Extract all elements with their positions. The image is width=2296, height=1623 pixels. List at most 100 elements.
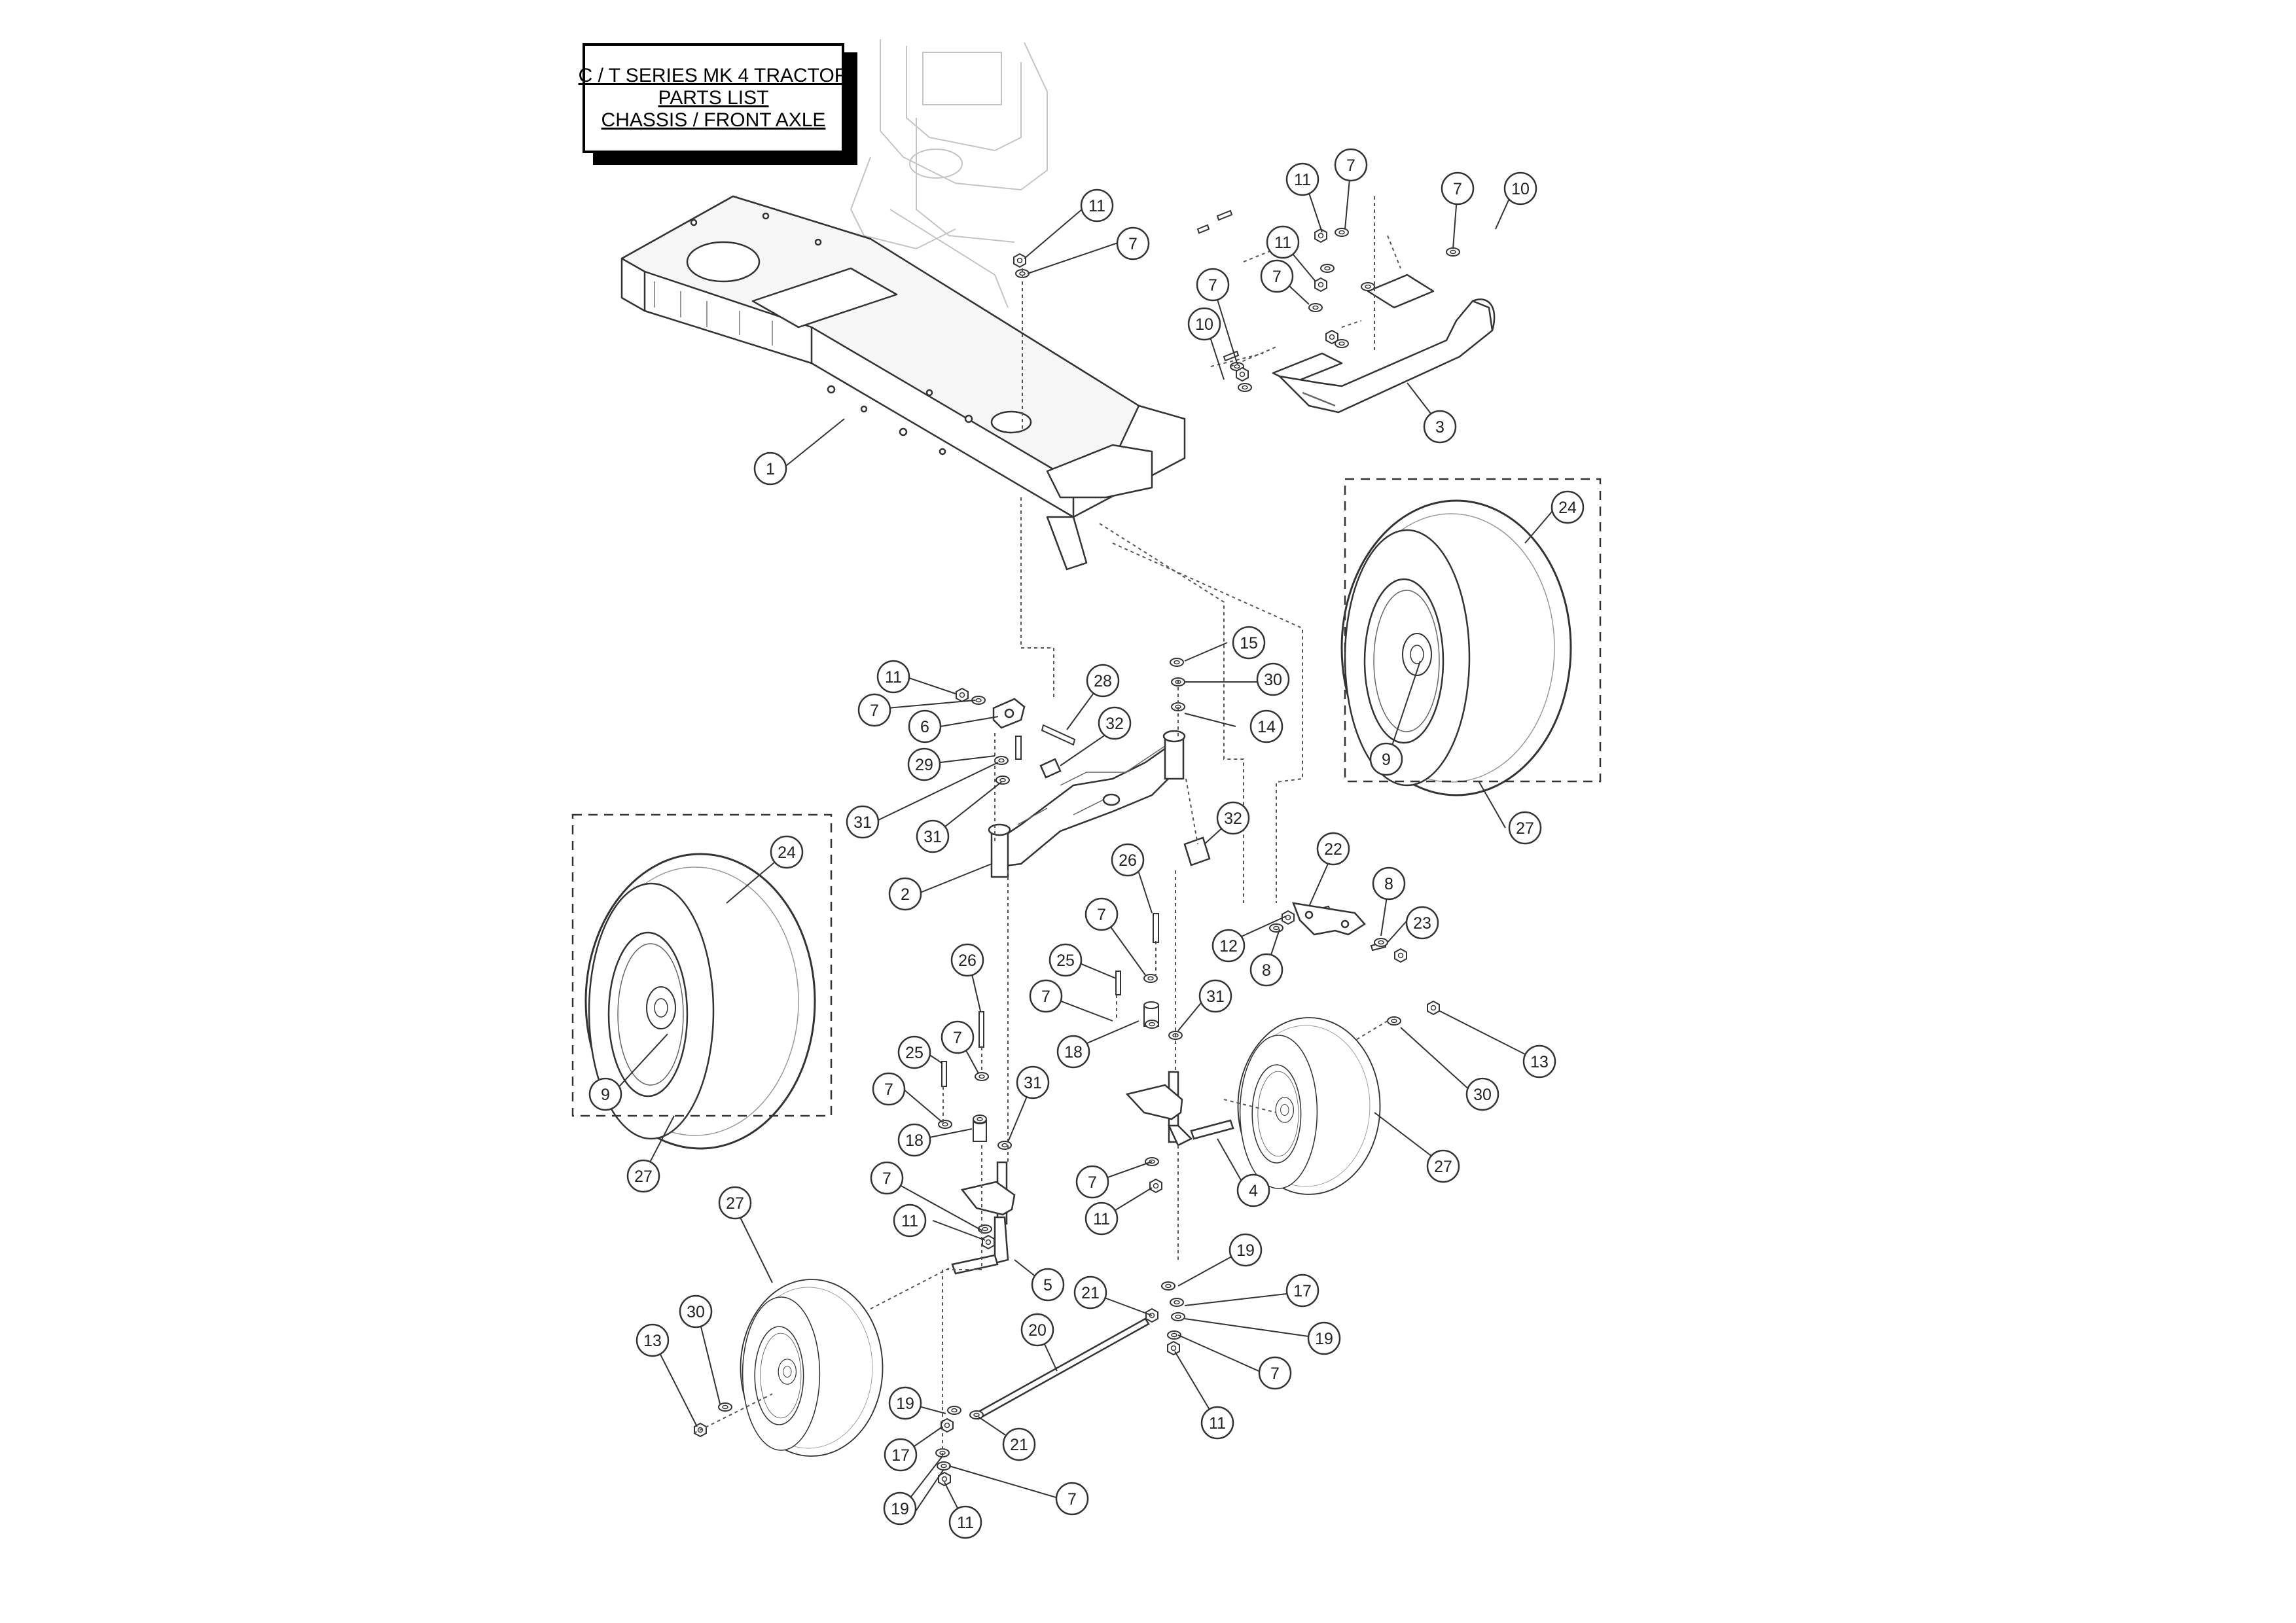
- callout-14: 14: [1249, 709, 1283, 743]
- callout-number: 7: [1041, 988, 1050, 1006]
- callout-23: 23: [1405, 906, 1439, 940]
- pins-and-bolts: [941, 209, 1387, 1087]
- callout-circle: [1111, 843, 1145, 877]
- callout-number: 32: [1105, 715, 1124, 733]
- callout-7: 7: [872, 1072, 906, 1106]
- callout-21: 21: [1073, 1275, 1107, 1310]
- callout-circle: [907, 747, 941, 781]
- callout-circle: [1098, 706, 1132, 740]
- callout-circle: [1266, 225, 1300, 259]
- callout-circle: [636, 1323, 670, 1357]
- spindle-right: [1125, 1071, 1234, 1147]
- callout-circle: [1423, 410, 1457, 444]
- callout-number: 7: [1128, 235, 1138, 253]
- callout-19: 19: [1307, 1321, 1341, 1355]
- callout-15: 15: [1232, 626, 1266, 660]
- callout-number: 24: [1558, 499, 1577, 517]
- callout-number: 12: [1219, 937, 1238, 955]
- title-block: C / T SERIES MK 4 TRACTOR PARTS LIST CHA…: [579, 43, 848, 153]
- callout-circle: [1080, 188, 1114, 223]
- callout-circle: [897, 1123, 931, 1157]
- callout-10: 10: [1503, 171, 1537, 205]
- callout-7: 7: [1029, 979, 1063, 1013]
- callout-circle: [1508, 811, 1542, 845]
- callout-circle: [770, 835, 804, 869]
- callout-7: 7: [1075, 1165, 1109, 1199]
- callout-number: 27: [726, 1194, 744, 1213]
- callout-number: 19: [1236, 1241, 1255, 1260]
- callout-11: 11: [876, 660, 910, 694]
- callout-circle: [1249, 953, 1283, 987]
- callout-circle: [1232, 626, 1266, 660]
- callout-number: 30: [1473, 1086, 1492, 1104]
- callout-number: 7: [884, 1080, 893, 1099]
- callout-circle: [1522, 1044, 1556, 1079]
- callout-circle: [916, 819, 950, 853]
- front-bumper: [1272, 274, 1496, 414]
- callout-7: 7: [1116, 226, 1150, 260]
- callout-30: 30: [1465, 1077, 1499, 1111]
- callout-number: 7: [1346, 156, 1355, 175]
- callout-10: 10: [1187, 307, 1221, 341]
- steering-plate: [1292, 902, 1366, 936]
- callout-27: 27: [718, 1186, 752, 1220]
- callout-circle: [897, 1035, 931, 1069]
- callout-circle: [846, 805, 880, 839]
- callout-7: 7: [941, 1020, 975, 1054]
- callout-circle: [1334, 148, 1368, 182]
- callout-number: 7: [1067, 1490, 1077, 1508]
- callout-number: 32: [1224, 810, 1242, 828]
- callout-number: 6: [920, 718, 929, 736]
- callout-circle: [1211, 929, 1246, 963]
- callout-number: 31: [1206, 988, 1225, 1006]
- callout-24: 24: [1551, 490, 1585, 524]
- callout-number: 25: [905, 1044, 924, 1062]
- callout-17: 17: [884, 1438, 918, 1472]
- callout-11: 11: [1200, 1406, 1234, 1440]
- callout-number: 11: [1093, 1210, 1110, 1228]
- callout-circle: [1200, 1406, 1234, 1440]
- callout-circle: [1285, 162, 1319, 196]
- callout-number: 30: [687, 1303, 705, 1321]
- callout-circle: [753, 452, 787, 486]
- callout-2: 2: [888, 877, 922, 911]
- callout-6: 6: [908, 709, 942, 743]
- title-line-2: PARTS LIST: [658, 87, 769, 109]
- callout-31: 31: [1198, 979, 1232, 1013]
- callout-circle: [1256, 662, 1290, 696]
- callout-number: 18: [905, 1132, 924, 1150]
- callout-circle: [1055, 1482, 1089, 1516]
- callout-circle: [1049, 943, 1083, 977]
- callout-19: 19: [888, 1386, 922, 1420]
- callout-circle: [1016, 1065, 1050, 1099]
- callout-13: 13: [1522, 1044, 1556, 1079]
- callout-number: 27: [1516, 819, 1534, 838]
- callout-circle: [1086, 664, 1120, 698]
- callout-number: 24: [778, 844, 796, 862]
- callout-circle: [1031, 1268, 1065, 1302]
- background-engine-ghost: [850, 39, 1048, 308]
- callout-circle: [1085, 897, 1119, 931]
- callout-9: 9: [1369, 742, 1403, 776]
- callout-number: 17: [1293, 1282, 1312, 1300]
- callout-27: 27: [1426, 1149, 1460, 1183]
- callout-31: 31: [846, 805, 880, 839]
- callout-number: 30: [1264, 671, 1282, 689]
- callout-circle: [1285, 1274, 1319, 1308]
- callout-circle: [950, 943, 984, 977]
- callout-number: 13: [643, 1332, 662, 1350]
- callout-22: 22: [1316, 832, 1350, 866]
- callout-1: 1: [753, 452, 787, 486]
- callout-26: 26: [950, 943, 984, 977]
- callout-number: 11: [1274, 234, 1291, 252]
- callout-7: 7: [1085, 897, 1119, 931]
- callout-circle: [1116, 226, 1150, 260]
- callout-number: 23: [1413, 914, 1431, 933]
- callout-19: 19: [1229, 1233, 1263, 1267]
- callout-4: 4: [1236, 1173, 1270, 1207]
- callout-circle: [1073, 1275, 1107, 1310]
- callout-number: 21: [1010, 1436, 1028, 1454]
- callout-number: 26: [1119, 851, 1137, 870]
- callout-number: 9: [601, 1086, 610, 1104]
- callout-number: 7: [1272, 268, 1282, 286]
